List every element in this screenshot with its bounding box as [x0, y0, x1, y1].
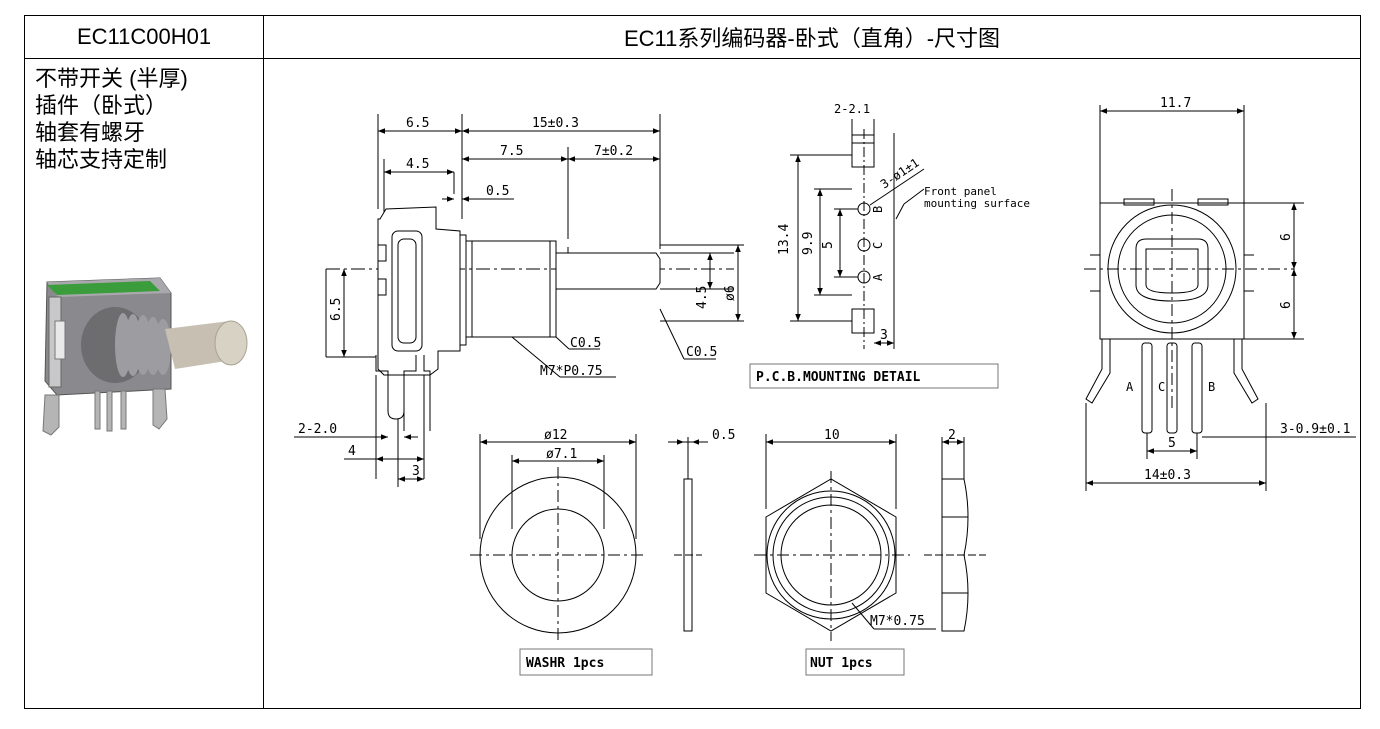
dim-label: ø7.1 — [546, 447, 577, 462]
dim-label: 15±0.3 — [532, 116, 579, 131]
dim-label: 9.9 — [801, 232, 816, 255]
dim-label: 3 — [412, 464, 420, 479]
pcb-mounting-detail — [749, 119, 999, 389]
chamfer-label: C0.5 — [686, 345, 717, 360]
thread-label: M7*0.75 — [870, 614, 925, 629]
dim-label: 10 — [824, 428, 840, 443]
note-label: mounting surface — [924, 197, 1030, 210]
dim-label: 6.5 — [329, 298, 344, 321]
dim-label: 2-2.0 — [298, 422, 337, 437]
pin-label: A — [1126, 380, 1134, 394]
dim-label: 5 — [1168, 436, 1176, 451]
feature-item: 轴套有螺牙 — [35, 120, 146, 145]
dim-label: 11.7 — [1160, 96, 1191, 111]
pin-label: C — [1158, 380, 1165, 394]
encoder-product-image — [42, 277, 248, 436]
dim-label: 4.5 — [695, 286, 710, 309]
dim-label: 2 — [948, 428, 956, 443]
front-view-labels: 11.7 6 6 A C B 5 3-0.9±0.1 14±0.3 — [1126, 96, 1350, 483]
washer-drawing — [470, 434, 708, 676]
pin-label: C — [871, 242, 885, 249]
washer-labels: ø12 ø7.1 0.5 WASHR 1pcs — [526, 428, 735, 671]
thread-label: M7*P0.75 — [540, 364, 603, 379]
nut-labels: 10 2 M7*0.75 NUT 1pcs — [810, 428, 956, 671]
dim-label: 5 — [821, 241, 836, 249]
drawing-title: EC11系列编码器-卧式（直角）-尺寸图 — [264, 16, 1360, 59]
dim-label: 0.5 — [486, 184, 509, 199]
dim-label: 4.5 — [406, 157, 429, 172]
dim-label: ø6 — [723, 285, 738, 301]
chamfer-label: C0.5 — [570, 336, 601, 351]
dim-label: 6 — [1279, 233, 1294, 241]
nut-drawing — [754, 434, 986, 676]
side-view-labels: 6.5 15±0.3 4.5 7.5 7±0.2 0.5 6.5 4.5 ø6 … — [298, 116, 738, 479]
washer-title: WASHR 1pcs — [526, 656, 604, 671]
feature-item: 不带开关 (半厚) — [35, 66, 188, 91]
feature-panel: 不带开关 (半厚) 插件（卧式） 轴套有螺牙 轴芯支持定制 — [25, 59, 264, 708]
pin-label: B — [871, 206, 885, 213]
dim-label: 6 — [1279, 301, 1294, 309]
dim-label: 3-0.9±0.1 — [1280, 422, 1350, 437]
dimension-sheet: EC11C00H01 EC11系列编码器-卧式（直角）-尺寸图 不带开关 (半厚… — [24, 15, 1361, 709]
feature-item: 插件（卧式） — [35, 93, 168, 118]
dim-label: 3 — [880, 328, 888, 343]
detail-title: P.C.B.MOUNTING DETAIL — [756, 370, 921, 385]
note-label: Front panel — [924, 185, 997, 198]
dim-label: 2-2.1 — [834, 102, 870, 116]
dim-label: 13.4 — [777, 224, 792, 255]
dimension-drawing: 6.5 15±0.3 4.5 7.5 7±0.2 0.5 6.5 4.5 ø6 … — [294, 96, 1356, 676]
dim-label: 7±0.2 — [594, 144, 633, 159]
feature-list: 不带开关 (半厚) 插件（卧式） 轴套有螺牙 轴芯支持定制 — [35, 65, 188, 173]
dim-label: 14±0.3 — [1144, 468, 1191, 483]
pin-label: B — [1208, 380, 1215, 394]
nut-title: NUT 1pcs — [810, 656, 873, 671]
dim-label: ø12 — [544, 428, 567, 443]
front-view — [1084, 105, 1356, 491]
drawing-panel: 6.5 15±0.3 4.5 7.5 7±0.2 0.5 6.5 4.5 ø6 … — [264, 59, 1360, 708]
pin-label: A — [871, 273, 885, 281]
feature-item: 轴芯支持定制 — [35, 147, 168, 172]
dim-label: 6.5 — [406, 116, 429, 131]
dim-label: 3-ø1±1 — [878, 156, 922, 192]
part-number: EC11C00H01 — [25, 16, 264, 59]
dim-label: 4 — [348, 444, 356, 459]
side-view — [294, 114, 744, 487]
dim-label: 7.5 — [500, 144, 523, 159]
dim-label: 0.5 — [712, 428, 735, 443]
